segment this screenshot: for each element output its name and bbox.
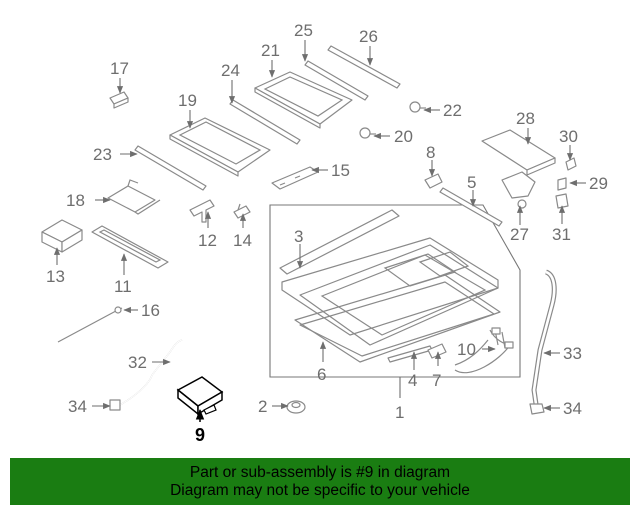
callout-19: 19 xyxy=(178,91,197,110)
callout-27: 27 xyxy=(510,225,529,244)
callout-32: 32 xyxy=(128,353,147,372)
rails xyxy=(134,45,401,191)
parts-20-22-bolts xyxy=(359,101,426,139)
callout-16: 16 xyxy=(141,301,160,320)
part-16-cable xyxy=(57,306,123,343)
callout-30: 30 xyxy=(559,127,578,146)
callout-21: 21 xyxy=(261,41,280,60)
callout-6: 6 xyxy=(317,365,326,384)
part-17-clip xyxy=(109,91,129,109)
callout-7: 7 xyxy=(432,371,441,390)
callout-11: 11 xyxy=(114,277,132,296)
callout-20: 20 xyxy=(394,127,413,146)
callout-34-right: 34 xyxy=(563,399,582,418)
part-32-drain-hose xyxy=(109,339,183,411)
callout-8: 8 xyxy=(426,143,435,162)
info-banner: Part or sub-assembly is #9 in diagram Di… xyxy=(10,458,630,505)
callout-34-left: 34 xyxy=(68,397,87,416)
part-2-grommet xyxy=(286,400,306,414)
sunroof-glass-panel xyxy=(279,209,501,363)
callout-2: 2 xyxy=(258,397,267,416)
callout-4: 4 xyxy=(408,371,417,390)
part-33-drain-hose xyxy=(529,269,557,415)
part-15-bracket xyxy=(271,166,319,190)
callout-33: 33 xyxy=(563,344,582,363)
part-8-clip xyxy=(424,173,443,189)
callout-13: 13 xyxy=(46,267,65,286)
part-13-box xyxy=(41,219,83,253)
callout-23: 23 xyxy=(93,145,112,164)
callout-leaders xyxy=(53,40,586,412)
callout-18: 18 xyxy=(66,191,85,210)
exploded-parts-diagram: 1 2 3 4 5 6 7 8 9 10 11 12 13 14 15 16 1… xyxy=(41,21,608,445)
banner-line-1: Part or sub-assembly is #9 in diagram xyxy=(189,463,451,481)
callout-10: 10 xyxy=(457,340,476,359)
callout-12: 12 xyxy=(198,231,217,250)
sunroof-assembly-frame xyxy=(269,204,521,398)
callout-22: 22 xyxy=(443,101,462,120)
callout-14: 14 xyxy=(233,231,252,250)
callout-26: 26 xyxy=(359,27,378,46)
callout-28: 28 xyxy=(516,109,535,128)
callout-labels: 1 2 3 4 5 6 7 8 9 10 11 12 13 14 15 16 1… xyxy=(46,21,608,445)
callout-1: 1 xyxy=(395,403,404,422)
part-21-glass xyxy=(254,71,353,129)
banner-line-2: Diagram may not be specific to your vehi… xyxy=(170,481,470,499)
callout-17: 17 xyxy=(110,59,129,78)
callout-31: 31 xyxy=(552,225,571,244)
callout-24: 24 xyxy=(221,61,240,80)
part-27-motor xyxy=(501,171,536,209)
part-5-rail xyxy=(439,187,503,227)
callout-9-highlighted: 9 xyxy=(195,425,205,445)
inner-frame-parts xyxy=(387,327,514,374)
part-9-control-module xyxy=(176,376,224,422)
callout-25: 25 xyxy=(294,21,313,40)
part-28-sunshade xyxy=(481,129,556,176)
callout-15: 15 xyxy=(331,161,350,180)
part-11-tray xyxy=(91,225,169,269)
callout-29: 29 xyxy=(589,174,608,193)
parts-12-14-clips xyxy=(189,199,251,223)
callout-5: 5 xyxy=(467,173,476,192)
callout-3: 3 xyxy=(294,227,303,246)
part-18-bracket xyxy=(107,179,161,215)
part-19-glass xyxy=(169,117,271,177)
